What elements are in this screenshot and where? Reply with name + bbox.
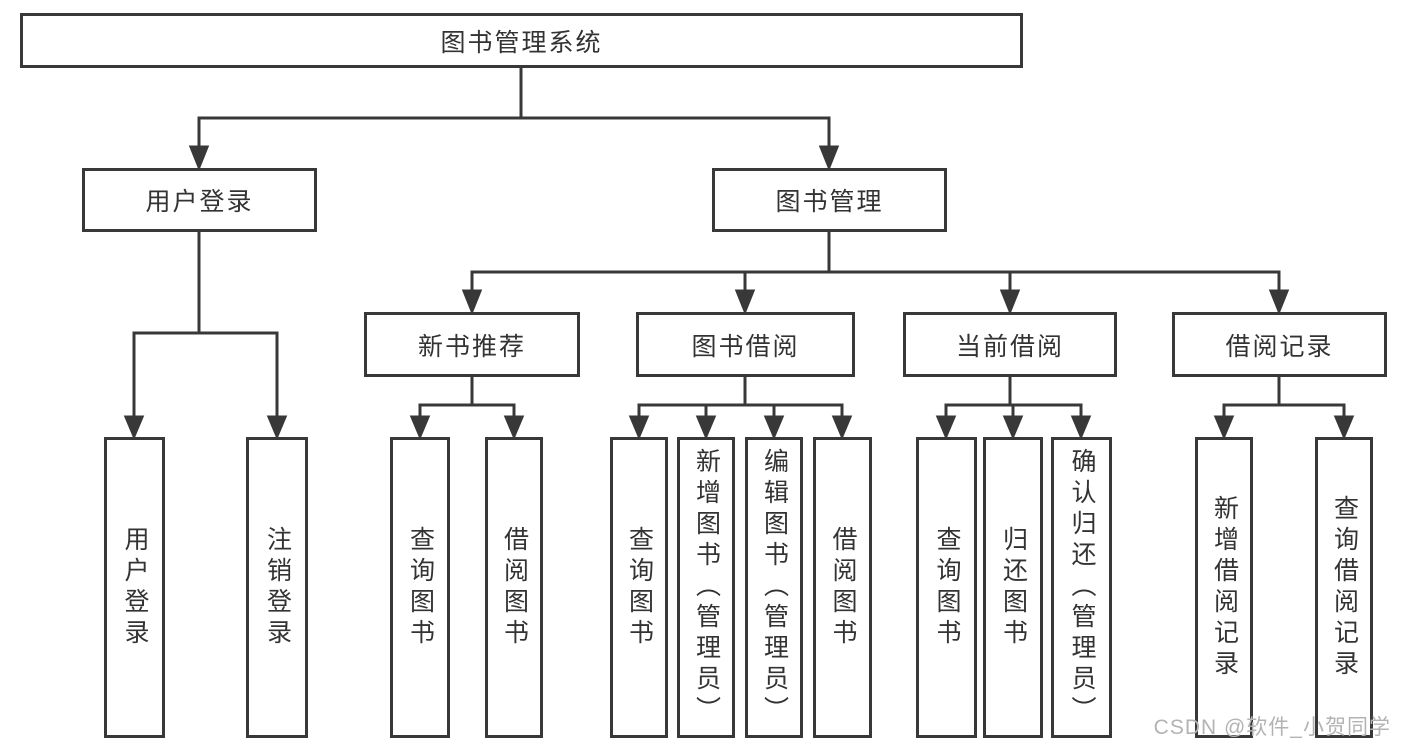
node-new-book-recommend-label: 新书推荐 (417, 332, 526, 361)
leaf-edit-books-admin: 编辑图书（管理员） (745, 437, 803, 738)
leaf-return-books-label: 归还图书 (999, 525, 1028, 650)
leaf-query-borrow-record: 查询借阅记录 (1315, 437, 1373, 738)
leaf-query-borrow-record-label: 查询借阅记录 (1330, 494, 1359, 681)
node-root-system: 图书管理系统 (20, 13, 1023, 68)
leaf-add-books-admin-label: 新增图书（管理员） (692, 448, 721, 727)
node-new-book-recommend: 新书推荐 (364, 312, 580, 377)
leaf-logout-label: 注销登录 (263, 525, 292, 650)
leaf-user-login-label: 用户登录 (121, 525, 149, 650)
node-book-borrowing: 图书借阅 (636, 312, 855, 377)
node-book-borrowing-label: 图书借阅 (691, 332, 800, 361)
node-user-login-label: 用户登录 (145, 188, 254, 216)
leaf-add-borrow-record: 新增借阅记录 (1195, 437, 1253, 738)
leaf-add-books-admin: 新增图书（管理员） (677, 437, 735, 738)
node-current-borrowing-label: 当前借阅 (955, 332, 1064, 361)
node-root-system-label: 图书管理系统 (440, 28, 603, 57)
node-current-borrowing: 当前借阅 (903, 312, 1117, 377)
leaf-edit-books-admin-label: 编辑图书（管理员） (760, 448, 789, 727)
leaf-borrow-books-recommend-label: 借阅图书 (500, 525, 529, 650)
leaf-query-books-recommend-label: 查询图书 (406, 525, 435, 650)
leaf-add-borrow-record-label: 新增借阅记录 (1210, 494, 1239, 681)
leaf-user-login: 用户登录 (104, 437, 165, 738)
leaf-borrow-books-label: 借阅图书 (829, 525, 857, 650)
leaf-logout: 注销登录 (246, 437, 308, 738)
leaf-query-books-borrowing: 查询图书 (610, 437, 668, 738)
node-borrowing-records-label: 借阅记录 (1225, 332, 1334, 361)
leaf-query-books-current: 查询图书 (916, 437, 977, 738)
node-borrowing-records: 借阅记录 (1172, 312, 1387, 377)
leaf-query-books-recommend: 查询图书 (390, 437, 450, 738)
leaf-query-books-borrowing-label: 查询图书 (625, 525, 654, 650)
node-book-management: 图书管理 (712, 168, 947, 232)
leaf-confirm-return-admin-label: 确认归还（管理员） (1068, 448, 1096, 727)
csdn-watermark: CSDN @软件_小贺同学 (1153, 716, 1391, 739)
node-user-login: 用户登录 (82, 168, 317, 232)
leaf-borrow-books: 借阅图书 (813, 437, 872, 738)
leaf-confirm-return-admin: 确认归还（管理员） (1051, 437, 1112, 738)
node-book-management-label: 图书管理 (775, 188, 884, 216)
leaf-query-books-current-label: 查询图书 (933, 525, 961, 650)
leaf-borrow-books-recommend: 借阅图书 (485, 437, 543, 738)
leaf-return-books: 归还图书 (983, 437, 1043, 738)
